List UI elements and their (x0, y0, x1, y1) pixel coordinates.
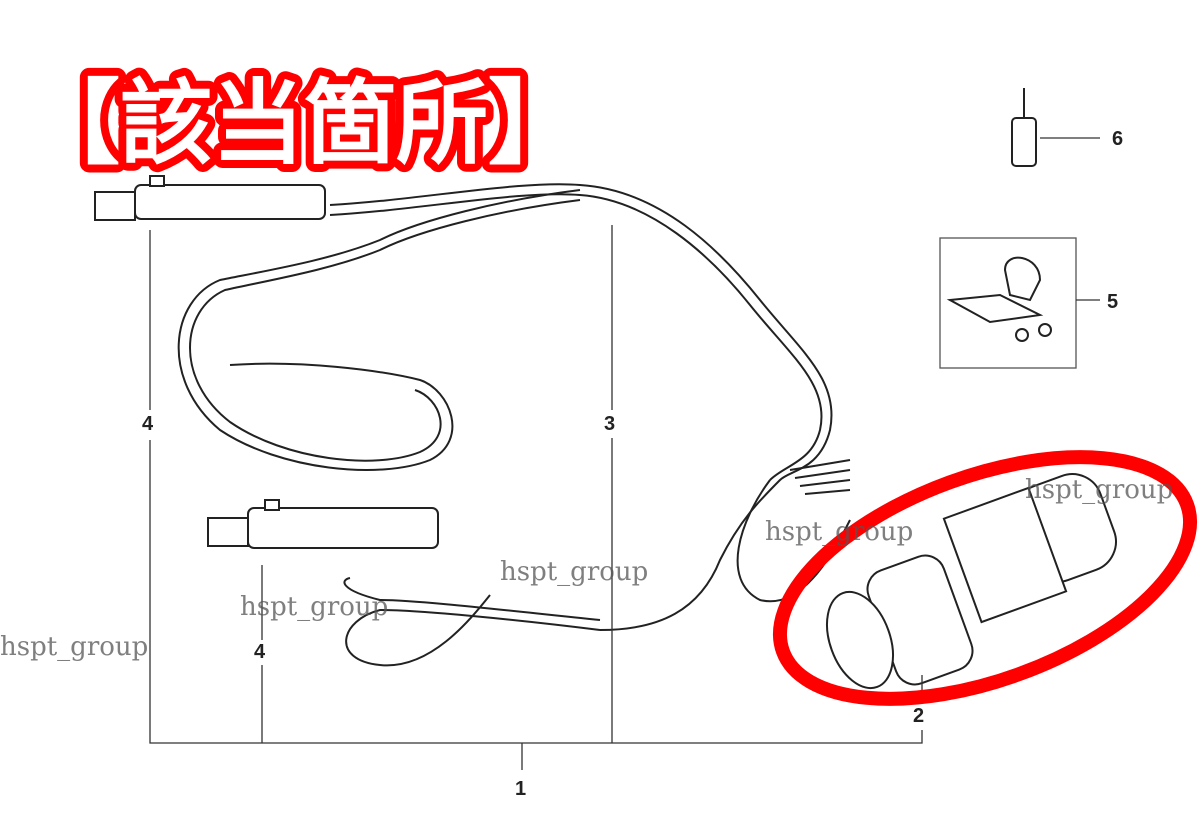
watermark: hspt_group (500, 557, 648, 587)
watermark: hspt_group (0, 632, 148, 662)
hydraulic-hose-set (177, 183, 851, 667)
clip-kit-part-5 (939, 237, 1100, 369)
callout-4-upper: 4 (142, 413, 154, 435)
hydraulic-cylinder-lower (207, 499, 439, 549)
callout-4-lower: 4 (254, 641, 266, 663)
hydraulic-pump-motor (826, 473, 1117, 690)
screw-part-6 (1011, 88, 1100, 167)
highlight-ellipse (772, 450, 1198, 706)
callout-5: 5 (1107, 291, 1118, 313)
callout-6: 6 (1112, 128, 1123, 150)
page-title: 【該当箇所】 (28, 70, 580, 177)
watermark: hspt_group (765, 517, 913, 547)
watermark: hspt_group (240, 592, 388, 622)
callout-1: 1 (515, 778, 526, 800)
callout-2: 2 (913, 705, 924, 727)
callout-3: 3 (604, 413, 615, 435)
watermark: hspt_group (1025, 475, 1173, 505)
hydraulic-cylinder-upper (94, 175, 326, 221)
leader-lines (149, 225, 923, 770)
